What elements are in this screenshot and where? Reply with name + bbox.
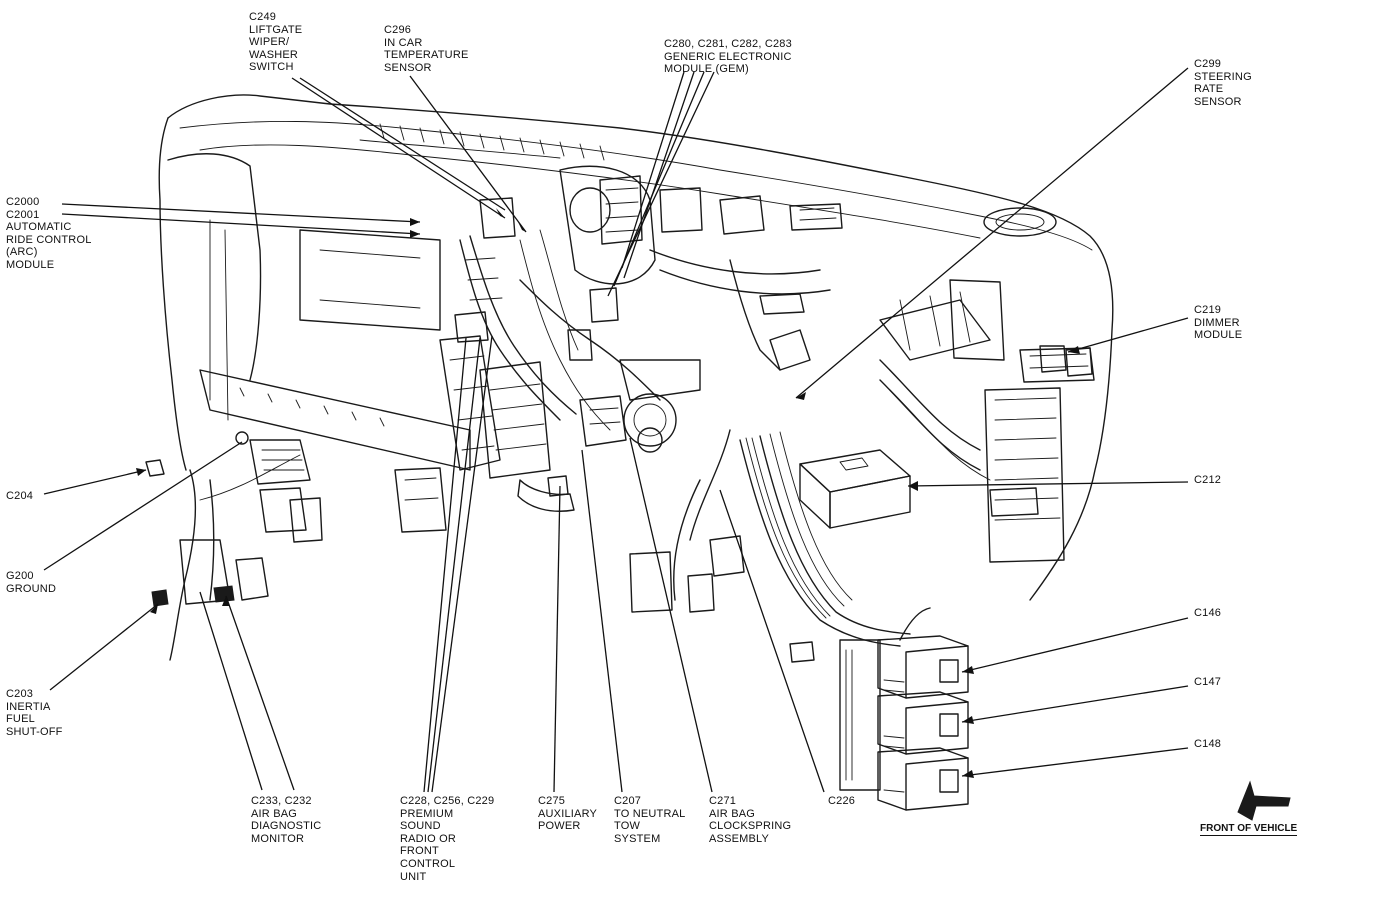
label-c148: C148	[1194, 738, 1222, 750]
label-c228: C228, C256, C229 PREMIUM SOUND RADIO OR …	[400, 795, 495, 883]
front-of-vehicle-label: FRONT OF VEHICLE	[1200, 823, 1298, 836]
label-c147: C147	[1194, 676, 1222, 688]
center-stack	[439, 165, 701, 512]
dash-outline	[145, 94, 1114, 661]
label-c271: C271 AIR BAG CLOCKSPRING ASSEMBLY	[709, 795, 792, 845]
label-c296: C296 IN CAR TEMPERATURE SENSOR	[384, 24, 469, 74]
label-g200: G200 GROUND	[6, 570, 57, 595]
label-c233: C233, C232 AIR BAG DIAGNOSTIC MONITOR	[251, 795, 322, 845]
leader-lines	[43, 67, 1189, 793]
label-c219: C219 DIMMER MODULE	[1194, 304, 1243, 342]
label-c226: C226	[828, 795, 856, 807]
right-structures	[629, 187, 1095, 811]
arrowheads	[136, 208, 1080, 778]
label-c275: C275 AUXILIARY POWER	[538, 795, 598, 833]
label-c212: C212	[1194, 474, 1222, 486]
front-arrow-icon	[1237, 780, 1291, 821]
label-c299: C299 STEERING RATE SENSOR	[1194, 58, 1252, 108]
label-c203: C203 INERTIA FUEL SHUT-OFF	[6, 688, 63, 738]
label-c146: C146	[1194, 607, 1222, 619]
label-c2000-arc: C2000 C2001 AUTOMATIC RIDE CONTROL (ARC)…	[6, 196, 92, 271]
label-c280-gem: C280, C281, C282, C283 GENERIC ELECTRONI…	[664, 38, 792, 76]
label-c249: C249 LIFTGATE WIPER/ WASHER SWITCH	[249, 11, 303, 74]
label-c204: C204	[6, 490, 34, 502]
label-c207: C207 TO NEUTRAL TOW SYSTEM	[614, 795, 686, 845]
